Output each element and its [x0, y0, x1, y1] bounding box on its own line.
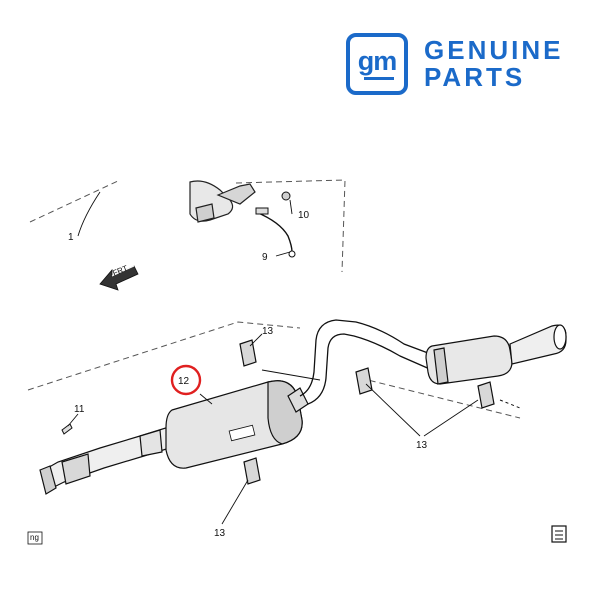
hanger-right — [477, 381, 495, 409]
leader-lines — [67, 191, 479, 525]
corner-label-left: ng — [30, 533, 39, 542]
callout-13-right: 13 — [416, 440, 428, 451]
brand-text: GENUINE PARTS — [424, 37, 563, 91]
hanger-upper-left — [239, 339, 257, 367]
callout-13-upper: 13 — [262, 326, 274, 337]
callout-1: 1 — [68, 232, 74, 243]
tail-pipe — [299, 319, 437, 405]
hanger-rod-right — [499, 399, 521, 409]
callout-12: 12 — [178, 376, 190, 387]
corner-box-left — [27, 531, 43, 545]
frame-line-right — [359, 377, 521, 419]
hanger-rod-upper — [261, 369, 321, 381]
nut-10 — [281, 191, 291, 201]
frame-line-middle — [27, 321, 301, 391]
hanger-lower — [243, 457, 261, 485]
front-pipe — [39, 425, 177, 495]
exhaust-manifold-sketch — [189, 180, 256, 223]
callout-10: 10 — [298, 210, 310, 221]
oxygen-sensor-plug — [288, 250, 296, 258]
highlight-circle-12 — [170, 364, 202, 396]
bolt-11 — [61, 423, 73, 435]
frame-line-top-right — [235, 179, 346, 273]
oxygen-sensor-body — [255, 207, 269, 215]
gm-logo-mark: gm — [346, 33, 408, 95]
gm-genuine-parts-logo: gm GENUINE PARTS — [346, 33, 563, 95]
rear-resonator — [425, 324, 567, 385]
brand-line-genuine: GENUINE — [424, 35, 564, 65]
gm-logo-letters: gm — [357, 45, 397, 76]
front-arrow-icon — [99, 265, 139, 291]
muffler-assembly — [165, 380, 309, 469]
callout-13-lower: 13 — [214, 528, 226, 539]
brand-line-parts: PARTS — [424, 62, 526, 92]
gm-logo-underline — [364, 77, 394, 80]
callout-9: 9 — [262, 252, 268, 263]
frame-line-top-left — [29, 179, 121, 223]
callout-11: 11 — [74, 404, 85, 415]
hanger-center — [355, 367, 373, 395]
document-icon — [551, 525, 567, 543]
oxygen-sensor-wire — [255, 211, 293, 253]
